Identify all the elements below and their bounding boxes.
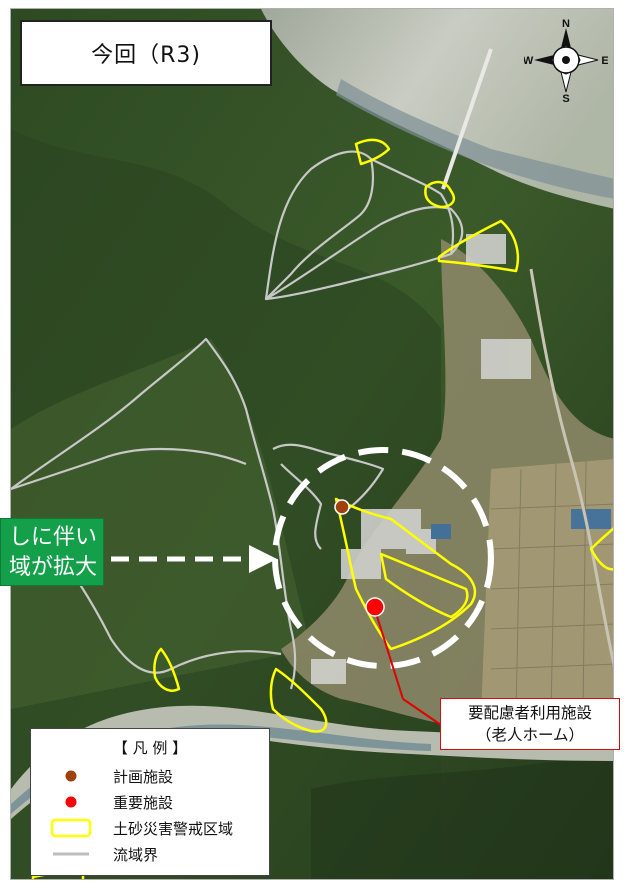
legend-title: 【 凡 例 】 [112,739,188,757]
legend: 【 凡 例 】 計画施設 重要施設 土砂災害警戒区域 流域界 [30,728,270,876]
zone-expansion-callout: しに伴い 域が拡大 [0,518,104,586]
facility-label-line-2: （老人ホーム） [475,726,585,744]
facility-label: 要配慮者利用施設 （老人ホーム） [440,698,620,750]
legend-label-planned-facility: 計画施設 [113,768,174,786]
gray-line-icon [53,852,89,856]
planned-facility-marker [334,499,350,515]
facility-label-line-1: 要配慮者利用施設 [467,704,592,722]
leader-line-2 [402,698,442,726]
compass-s: S [562,93,569,102]
important-facility-marker [365,597,385,617]
compass-e: E [601,55,608,67]
expansion-arrow-head [249,545,277,573]
brown-dot-icon [65,770,77,782]
yellow-outline-box-icon [50,818,92,838]
compass-w: W [524,55,534,67]
hazard-zones [153,138,613,733]
legend-item-important-facility: 重要施設 [31,791,269,813]
leader-line [374,609,404,700]
legend-item-hazard-zone: 土砂災害警戒区域 [31,817,269,839]
callout-line-1: しに伴い [8,525,97,550]
compass-rose-icon: N S E W [524,18,608,102]
callout-line-2: 域が拡大 [8,555,97,580]
compass-n: N [562,18,570,30]
map-title: 今回（R3) [20,20,272,86]
legend-item-planned-facility: 計画施設 [31,765,269,787]
legend-label-hazard-zone: 土砂災害警戒区域 [113,820,234,838]
basin-boundary-lines [11,150,464,690]
expanded-area-circle [272,447,494,669]
legend-label-important-facility: 重要施設 [113,794,174,812]
legend-label-basin-boundary: 流域界 [113,846,159,864]
red-dot-icon [65,796,77,808]
legend-item-basin-boundary: 流域界 [31,843,269,865]
